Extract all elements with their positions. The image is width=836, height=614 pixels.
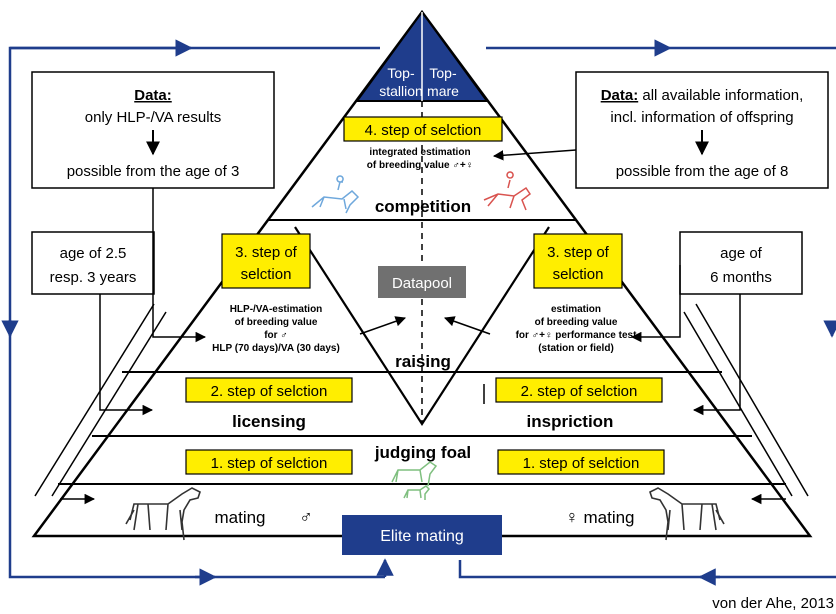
credit-text: von der Ahe, 2013: [712, 595, 834, 612]
feedback-loop: [1, 39, 836, 586]
hlp-estimation-text: HLP-/VA-estimation of breeding value for…: [212, 304, 340, 354]
step4-box: [343, 116, 503, 142]
mare-icon-right: [649, 487, 725, 541]
integrated-line1: integrated estimation: [369, 147, 470, 158]
svg-text:of breeding value: of breeding value: [535, 317, 618, 328]
step3-right-line1: 3. step of: [547, 244, 610, 261]
top-stallion-line2: stallion: [379, 83, 423, 99]
data-left-title: Data:: [134, 87, 172, 104]
svg-text:HLP-/VA-estimation: HLP-/VA-estimation: [230, 304, 323, 315]
datapool-box: [378, 266, 466, 298]
step4-label: 4. step of selction: [365, 122, 482, 139]
step3-left-box: [221, 233, 311, 289]
elite-mating-label: Elite mating: [380, 528, 464, 545]
svg-text:Data: all available informatio: Data: all available information,: [601, 87, 804, 104]
integrated-line2: of breeding value ♂+♀: [367, 160, 473, 171]
mating-right-label: mating: [583, 508, 634, 527]
step2-left-box: [185, 377, 353, 403]
inspriction-label: inspriction: [527, 412, 614, 431]
data-right-title-rest: all available information,: [638, 87, 803, 104]
svg-text:(station or field): (station or field): [538, 343, 614, 354]
svg-text:for ♂: for ♂: [264, 330, 288, 341]
step3-right-line2: selction: [553, 266, 604, 283]
female-symbol: ♀: [565, 507, 579, 527]
jumping-rider-icon: [483, 171, 532, 211]
svg-text:estimation: estimation: [551, 304, 601, 315]
data-box-left: Data: only HLP-/VA results possible from…: [31, 71, 275, 189]
age-box-right: age of 6 months: [679, 231, 803, 295]
connector-lines: [34, 188, 809, 505]
step2-right-box: [495, 377, 663, 403]
elite-mating-box: [342, 515, 502, 555]
data-left-line1: only HLP-/VA results: [85, 109, 221, 126]
data-right-line1: incl. information of offspring: [610, 109, 793, 126]
male-symbol: ♂: [299, 507, 313, 527]
mare-and-foal-icon: [391, 461, 438, 500]
step2-right-label: 2. step of selction: [521, 383, 638, 400]
raising-label: raising: [395, 352, 451, 371]
step3-left-line2: selction: [241, 266, 292, 283]
estimation-right-text: estimation of breeding value for ♂+♀ per…: [516, 304, 638, 354]
svg-text:HLP (70 days)/VA (30 days): HLP (70 days)/VA (30 days): [212, 343, 340, 354]
age-left-line1: age of 2.5: [60, 245, 127, 262]
judging-foal-label: judging foal: [374, 443, 471, 462]
age-left-line2: resp. 3 years: [50, 269, 137, 286]
step1-left-label: 1. step of selction: [211, 455, 328, 472]
top-stallion-line1: Top-: [387, 65, 415, 81]
dressage-rider-icon: [311, 175, 360, 214]
step3-right-box: [533, 233, 623, 289]
top-cap: [355, 10, 489, 102]
top-mare-line1: Top-: [429, 65, 457, 81]
age-right-line2: 6 months: [710, 269, 772, 286]
top-mare-line2: mare: [427, 83, 459, 99]
step3-left-line1: 3. step of: [235, 244, 298, 261]
stallion-icon-left: [125, 487, 201, 541]
data-box-right: Data: all available information, incl. i…: [575, 71, 829, 189]
datapool-label: Datapool: [392, 275, 452, 292]
svg-text:of breeding value: of breeding value: [235, 317, 318, 328]
age-box-left: age of 2.5 resp. 3 years: [31, 231, 155, 295]
step1-left-box: [185, 449, 353, 475]
licensing-label: licensing: [232, 412, 306, 431]
step1-right-label: 1. step of selction: [523, 455, 640, 472]
step2-left-label: 2. step of selction: [211, 383, 328, 400]
data-right-line2: possible from the age of 8: [616, 163, 789, 180]
competition-label: competition: [375, 197, 471, 216]
mating-left-label: mating: [214, 508, 265, 527]
age-right-line1: age of: [720, 245, 763, 262]
step1-right-box: [497, 449, 665, 475]
data-left-line2: possible from the age of 3: [67, 163, 240, 180]
data-right-title: Data:: [601, 87, 639, 104]
svg-text:for ♂+♀ performance test: for ♂+♀ performance test: [516, 330, 638, 341]
